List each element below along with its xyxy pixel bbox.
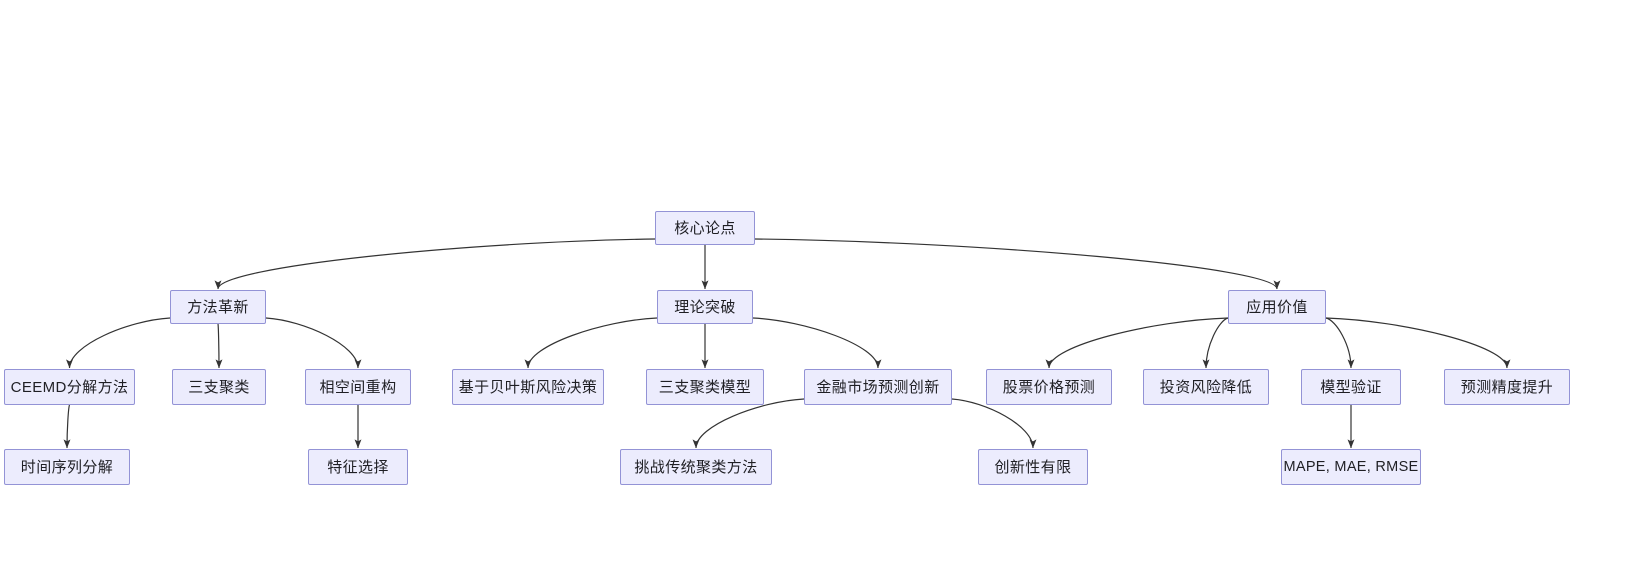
flowchart-node-l4a[interactable]: 时间序列分解 (4, 449, 130, 485)
flowchart-node-label: 三支聚类 (188, 378, 250, 396)
flowchart-node-label: 创新性有限 (994, 458, 1072, 476)
flowchart-node-label: CEEMD分解方法 (10, 378, 129, 396)
flowchart-node-l4b[interactable]: 特征选择 (308, 449, 408, 485)
flowchart-edge-l2a-to-l3b (215, 323, 223, 369)
flowchart-edge-l3f-to-l4d (951, 398, 1037, 449)
flowchart-edge-l2c-to-l3h (1202, 317, 1229, 369)
flowchart-node-l3j[interactable]: 预测精度提升 (1444, 369, 1570, 405)
flowchart-edge-l2c-to-l3i (1325, 317, 1355, 369)
flowchart-node-l2b[interactable]: 理论突破 (657, 290, 753, 324)
flowchart-edge-root-to-l2c (754, 238, 1281, 290)
flowchart-node-l3h[interactable]: 投资风险降低 (1143, 369, 1269, 405)
flowchart-node-l4c[interactable]: 挑战传统聚类方法 (620, 449, 772, 485)
flowchart-node-label: 理论突破 (674, 298, 736, 316)
flowchart-node-label: 股票价格预测 (1002, 378, 1096, 396)
flowchart-node-root[interactable]: 核心论点 (655, 211, 755, 245)
flowchart-node-label: 挑战传统聚类方法 (634, 458, 758, 476)
flowchart-node-label: 方法革新 (187, 298, 249, 316)
flowchart-edge-l3a-to-l4a (63, 404, 71, 449)
flowchart-node-l3a[interactable]: CEEMD分解方法 (4, 369, 135, 405)
flowchart-node-label: 投资风险降低 (1159, 378, 1253, 396)
flowchart-edge-l2c-to-l3g (1045, 317, 1229, 369)
flowchart-edge-root-to-l2a (214, 238, 656, 290)
flowchart-node-label: 三支聚类模型 (658, 378, 752, 396)
flowchart-edge-l2b-to-l3f (752, 317, 882, 369)
flowchart-node-l3b[interactable]: 三支聚类 (172, 369, 266, 405)
flowchart-node-label: 核心论点 (674, 219, 736, 237)
flowchart-node-l2c[interactable]: 应用价值 (1228, 290, 1326, 324)
flowchart-node-label: 应用价值 (1246, 298, 1308, 316)
flowchart-edge-l2a-to-l3c (265, 317, 362, 369)
flowchart-node-label: 时间序列分解 (20, 458, 114, 476)
flowchart-edge-l2a-to-l3a (66, 317, 171, 369)
flowchart-edge-l2b-to-l3d (524, 317, 658, 369)
flowchart-node-l3g[interactable]: 股票价格预测 (986, 369, 1112, 405)
flowchart-node-l3i[interactable]: 模型验证 (1301, 369, 1401, 405)
flowchart-edge-l3f-to-l4c (692, 398, 805, 449)
flowchart-node-label: MAPE, MAE, RMSE (1283, 458, 1419, 475)
flowchart-node-l4d[interactable]: 创新性有限 (978, 449, 1088, 485)
flowchart-node-l3e[interactable]: 三支聚类模型 (646, 369, 764, 405)
flowchart-node-l3c[interactable]: 相空间重构 (305, 369, 411, 405)
flowchart-node-label: 预测精度提升 (1460, 378, 1554, 396)
flowchart-node-label: 基于贝叶斯风险决策 (458, 378, 598, 396)
flowchart-node-label: 金融市场预测创新 (816, 378, 940, 396)
flowchart-node-l3d[interactable]: 基于贝叶斯风险决策 (452, 369, 604, 405)
flowchart-node-label: 相空间重构 (319, 378, 397, 396)
flowchart-node-label: 模型验证 (1320, 378, 1382, 396)
flowchart-node-l2a[interactable]: 方法革新 (170, 290, 266, 324)
flowchart-edge-l2c-to-l3j (1325, 317, 1511, 369)
flowchart-node-l3f[interactable]: 金融市场预测创新 (804, 369, 952, 405)
flowchart-node-l4e[interactable]: MAPE, MAE, RMSE (1281, 449, 1421, 485)
flowchart-node-label: 特征选择 (327, 458, 389, 476)
